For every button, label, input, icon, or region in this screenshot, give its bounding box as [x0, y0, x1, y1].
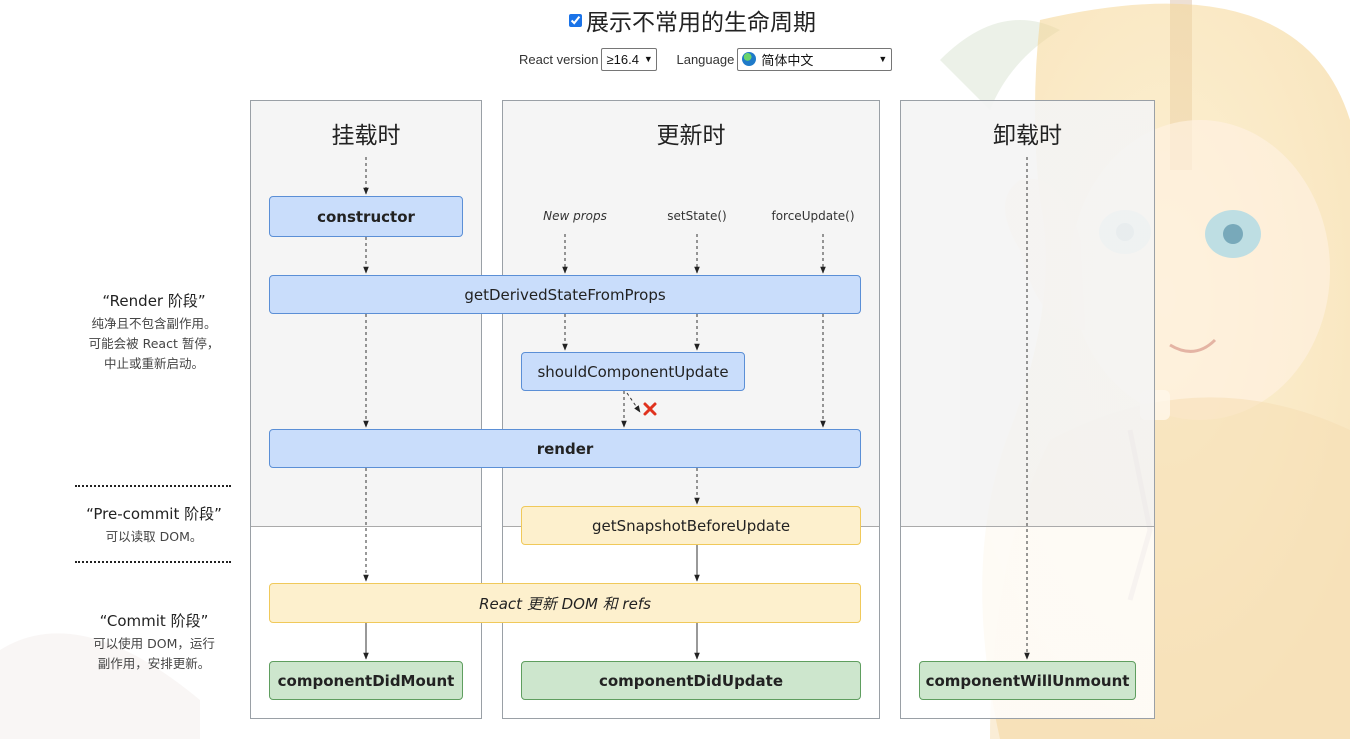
phase-render-desc-line: 纯净且不包含副作用。 — [91, 316, 217, 331]
trigger-force-update: forceUpdate() — [771, 209, 855, 223]
method-constructor: constructor — [269, 196, 463, 237]
phase-precommit-title: “Pre-commit 阶段” — [86, 505, 222, 523]
method-render: render — [269, 429, 861, 468]
globe-icon — [742, 52, 757, 66]
method-get-derived-state-from-props: getDerivedStateFromProps — [269, 275, 861, 314]
controls-bar: React version ≥16.4 ▼ Language 简体中文 ▼ — [519, 47, 893, 71]
show-uncommon-checkbox[interactable] — [569, 13, 582, 27]
phase-commit-title: “Commit 阶段” — [99, 612, 209, 630]
trigger-set-state: setState() — [667, 209, 727, 223]
phase-commit-desc: 可以使用 DOM，运行 副作用，安排更新。 — [74, 634, 234, 674]
phase-divider — [251, 526, 481, 527]
phase-separator — [75, 485, 231, 487]
phase-render-desc-line: 中止或重新启动。 — [103, 356, 204, 371]
column-title-updating: 更新时 — [656, 123, 726, 149]
language-label: Language — [676, 51, 735, 67]
language-value: 简体中文 — [761, 52, 814, 68]
arrow — [626, 392, 641, 413]
phase-precommit-desc: 可以读取 DOM。 — [74, 527, 234, 547]
react-updates-dom: React 更新 DOM 和 refs — [269, 583, 861, 623]
trigger-new-props: New props — [543, 209, 607, 223]
phase-render-title: “Render 阶段” — [102, 292, 206, 310]
phase-divider — [901, 526, 1154, 527]
method-component-will-unmount: componentWillUnmount — [919, 661, 1136, 700]
react-version-value: ≥16.4 — [606, 51, 639, 67]
column-title-unmounting: 卸载时 — [993, 123, 1062, 149]
react-version-label: React version — [519, 51, 599, 67]
phase-separator — [75, 561, 231, 563]
method-component-did-mount: componentDidMount — [269, 661, 463, 700]
chevron-down-icon: ▼ — [878, 54, 888, 64]
phase-precommit-desc-line: 可以读取 DOM。 — [105, 529, 203, 544]
page-title-text: 展示不常用的生命周期 — [586, 10, 816, 36]
chevron-down-icon: ▼ — [643, 54, 653, 64]
language-select[interactable]: 简体中文 ▼ — [737, 47, 893, 71]
phase-commit-desc-line: 副作用，安排更新。 — [97, 656, 211, 671]
method-should-component-update: shouldComponentUpdate — [521, 352, 745, 391]
x-mark-icon — [643, 402, 657, 416]
page-title: 展示不常用的生命周期 — [569, 4, 816, 36]
column-title-mounting: 挂载时 — [331, 123, 401, 149]
phase-commit-desc-line: 可以使用 DOM，运行 — [93, 636, 215, 651]
phase-render: “Render 阶段” 纯净且不包含副作用。 可能会被 React 暂停， 中止… — [74, 290, 234, 374]
method-get-snapshot-before-update: getSnapshotBeforeUpdate — [521, 506, 861, 545]
phase-commit: “Commit 阶段” 可以使用 DOM，运行 副作用，安排更新。 — [74, 610, 234, 674]
phase-render-desc: 纯净且不包含副作用。 可能会被 React 暂停， 中止或重新启动。 — [74, 314, 234, 374]
react-version-select[interactable]: ≥16.4 ▼ — [601, 47, 658, 71]
phase-precommit: “Pre-commit 阶段” 可以读取 DOM。 — [74, 503, 234, 547]
phase-render-desc-line: 可能会被 React 暂停， — [88, 336, 220, 351]
method-component-did-update: componentDidUpdate — [521, 661, 861, 700]
